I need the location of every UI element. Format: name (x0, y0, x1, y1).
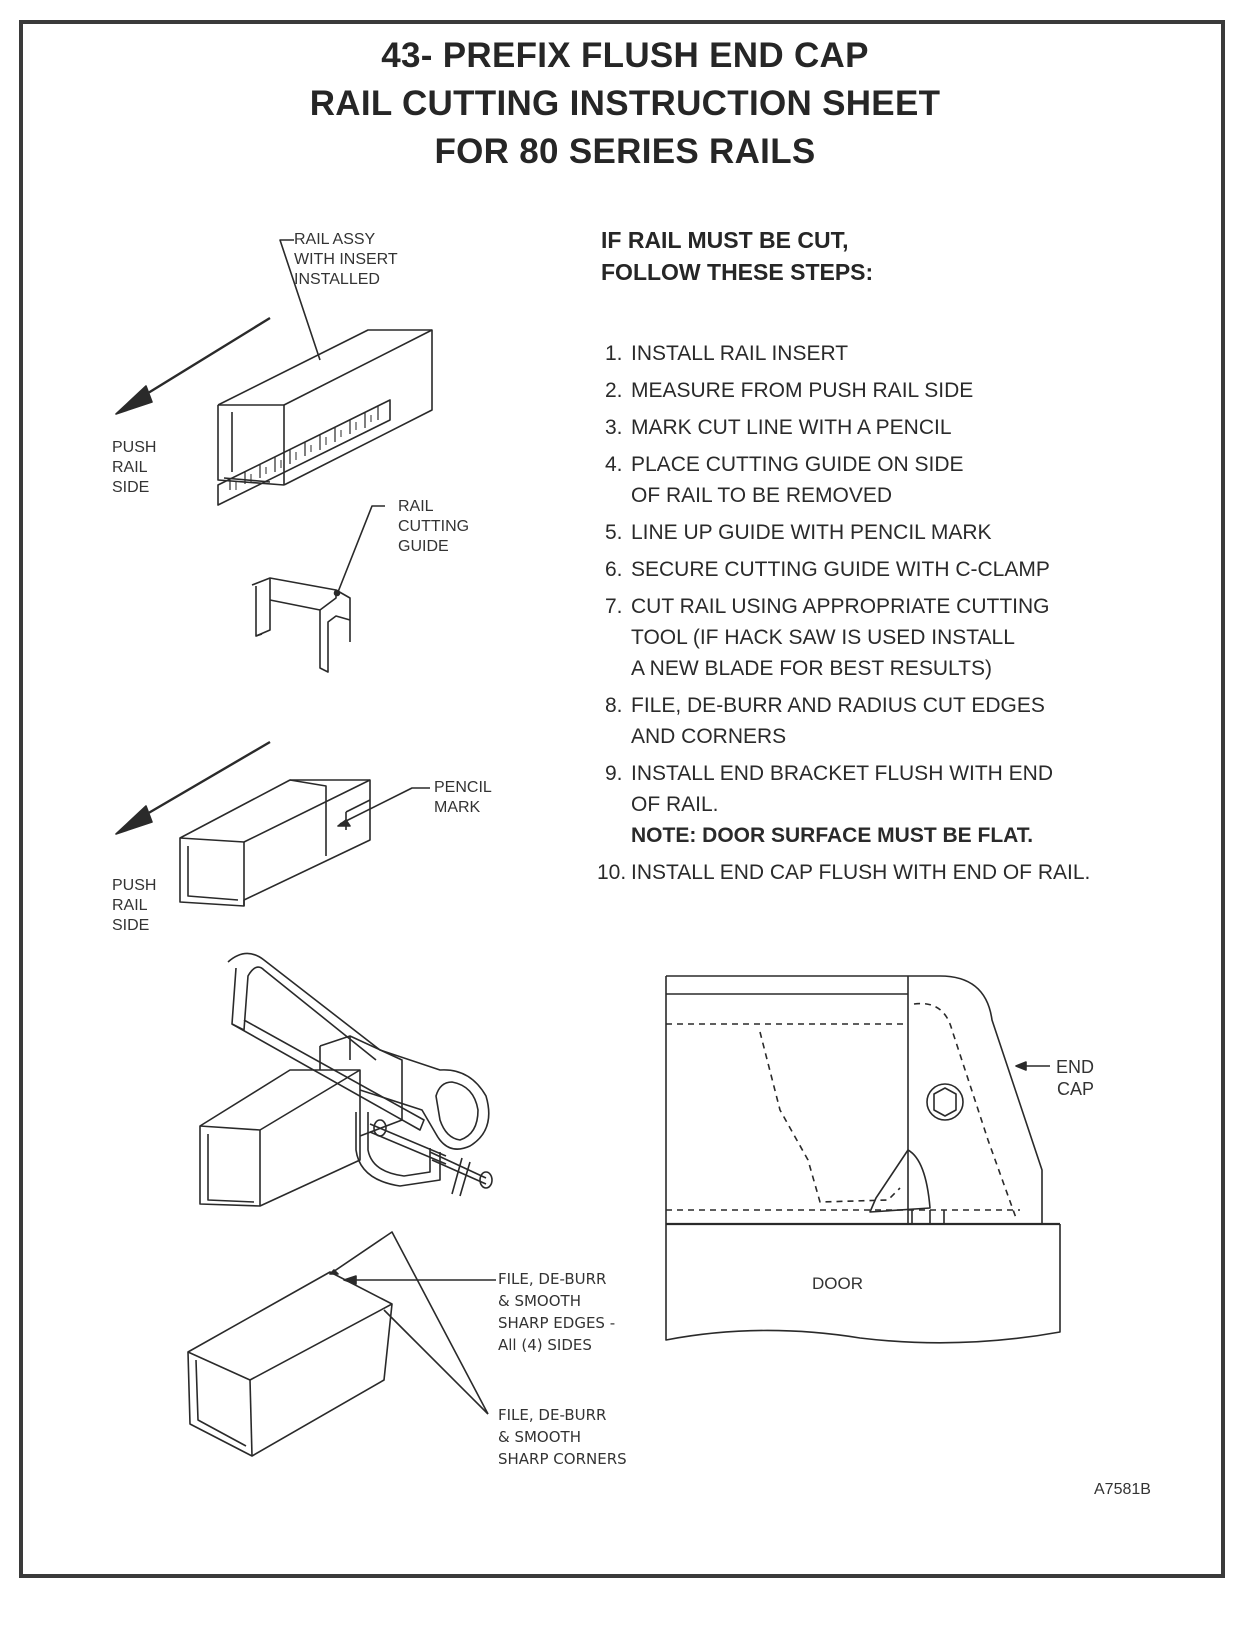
steps-heading-line-1: IF RAIL MUST BE CUT, (601, 227, 849, 253)
rail-assy-label: RAIL ASSY WITH INSERT INSTALLED (294, 230, 398, 290)
label-line: MARK (434, 799, 481, 816)
rail-cutting-guide-drawing (251, 505, 385, 673)
step-text: INSTALL RAIL INSERT (631, 342, 849, 365)
label-line: PUSH (112, 877, 157, 894)
step-text: CUT RAIL USING APPROPRIATE CUTTING (631, 595, 1050, 618)
step-text: INSTALL END CAP FLUSH WITH END OF RAIL. (631, 861, 1091, 884)
end-cap-section-drawing (665, 975, 1061, 1344)
steps-heading: IF RAIL MUST BE CUT, FOLLOW THESE STEPS: (601, 224, 873, 288)
sheet-title: 43- PREFIX FLUSH END CAP RAIL CUTTING IN… (0, 32, 1250, 176)
step-text-continued: OF RAIL TO BE REMOVED (631, 484, 893, 507)
step-item: 1. INSTALL RAIL INSERT (605, 338, 1185, 369)
step-text-continued: OF RAIL. (631, 793, 719, 816)
file-edges-label: FILE, DE-BURR & SMOOTH SHARP EDGES - All… (498, 1268, 615, 1356)
steps-heading-line-2: FOLLOW THESE STEPS: (601, 259, 874, 285)
push-rail-side-label-1: PUSH RAIL SIDE (112, 438, 156, 498)
title-line-2: RAIL CUTTING INSTRUCTION SHEET (309, 84, 941, 123)
label-line: RAIL (398, 498, 434, 515)
label-line: SHARP CORNERS (498, 1450, 627, 1468)
step-item: 3. MARK CUT LINE WITH A PENCIL (605, 412, 1185, 443)
step-item: 6. SECURE CUTTING GUIDE WITH C-CLAMP (605, 554, 1185, 585)
label-line: SHARP EDGES - (498, 1314, 616, 1332)
step-number: 10. (597, 861, 627, 884)
step-text-continued: A NEW BLADE FOR BEST RESULTS) (631, 657, 992, 680)
step-item: 8. FILE, DE-BURR AND RADIUS CUT EDGES AND … (605, 690, 1185, 752)
step-number: 8. (605, 694, 623, 717)
step-text-continued: TOOL (IF HACK SAW IS USED INSTALL (631, 626, 1015, 649)
label-line: FILE, DE-BURR (498, 1270, 607, 1288)
step-text: MARK CUT LINE WITH A PENCIL (631, 416, 952, 439)
step-number: 1. (605, 342, 623, 365)
label-line: FILE, DE-BURR (498, 1406, 607, 1424)
push-direction-arrow-1 (115, 316, 271, 415)
instruction-sheet-border (19, 20, 1225, 1578)
label-line: GUIDE (398, 538, 449, 555)
label-line: RAIL (112, 897, 148, 914)
label-line: SIDE (112, 479, 150, 496)
step-text-continued: AND CORNERS (631, 725, 787, 748)
step-number: 2. (605, 379, 623, 402)
step-item: 2. MEASURE FROM PUSH RAIL SIDE (605, 375, 1185, 406)
label-line: & SMOOTH (498, 1428, 581, 1446)
hack-saw-drawing (199, 952, 493, 1207)
step-item: 9. INSTALL END BRACKET FLUSH WITH END OF R… (605, 758, 1185, 851)
step-item: 4. PLACE CUTTING GUIDE ON SIDE OF RAIL TO … (605, 449, 1185, 511)
step-text: LINE UP GUIDE WITH PENCIL MARK (631, 521, 992, 544)
label-line: CAP (1057, 1079, 1095, 1099)
door-label: DOOR (812, 1274, 863, 1293)
step-number: 5. (605, 521, 623, 544)
step-text: SECURE CUTTING GUIDE WITH C-CLAMP (631, 558, 1050, 581)
step-note: NOTE: DOOR SURFACE MUST BE FLAT. (631, 824, 1034, 847)
label-line: All (4) SIDES (498, 1336, 592, 1354)
pencil-mark-label: PENCIL MARK (434, 778, 492, 818)
label-line: SIDE (112, 917, 150, 934)
push-direction-arrow-2 (115, 740, 271, 835)
end-cap-label: END CAP (1056, 1056, 1094, 1100)
push-rail-side-label-2: PUSH RAIL SIDE (112, 876, 156, 936)
label-line: CUTTING (398, 518, 470, 535)
rail-pencil-mark-drawing (179, 779, 430, 907)
step-text: INSTALL END BRACKET FLUSH WITH END (631, 762, 1054, 785)
filed-rail-drawing (187, 1231, 496, 1457)
step-number: 9. (605, 762, 623, 785)
step-number: 6. (605, 558, 623, 581)
step-item: 5. LINE UP GUIDE WITH PENCIL MARK (605, 517, 1185, 548)
label-line: RAIL ASSY (294, 231, 376, 248)
label-line: PENCIL (434, 779, 492, 796)
step-number: 3. (605, 416, 623, 439)
label-line: PUSH (112, 439, 157, 456)
label-line: WITH INSERT (294, 251, 398, 268)
step-text: MEASURE FROM PUSH RAIL SIDE (631, 379, 974, 402)
label-line: RAIL (112, 459, 148, 476)
label-line: END (1056, 1057, 1095, 1077)
drawing-code: A7581B (1094, 1481, 1151, 1498)
file-corners-label: FILE, DE-BURR & SMOOTH SHARP CORNERS (498, 1404, 627, 1470)
steps-list: 1. INSTALL RAIL INSERT 2. MEASURE FROM PUS… (597, 338, 1185, 894)
step-text: PLACE CUTTING GUIDE ON SIDE (631, 453, 964, 476)
label-line: & SMOOTH (498, 1292, 581, 1310)
label-line: INSTALLED (294, 271, 380, 288)
title-line-1: 43- PREFIX FLUSH END CAP (381, 36, 869, 75)
step-text: FILE, DE-BURR AND RADIUS CUT EDGES (631, 694, 1045, 717)
step-number: 7. (605, 595, 623, 618)
step-number: 4. (605, 453, 623, 476)
rail-cutting-guide-label: RAIL CUTTING GUIDE (398, 497, 469, 557)
step-item: 10.INSTALL END CAP FLUSH WITH END OF RAI… (597, 857, 1185, 888)
rail-assembly-drawing (217, 239, 433, 506)
title-line-3: FOR 80 SERIES RAILS (434, 132, 816, 171)
step-item: 7. CUT RAIL USING APPROPRIATE CUTTING TOOL… (605, 591, 1185, 684)
